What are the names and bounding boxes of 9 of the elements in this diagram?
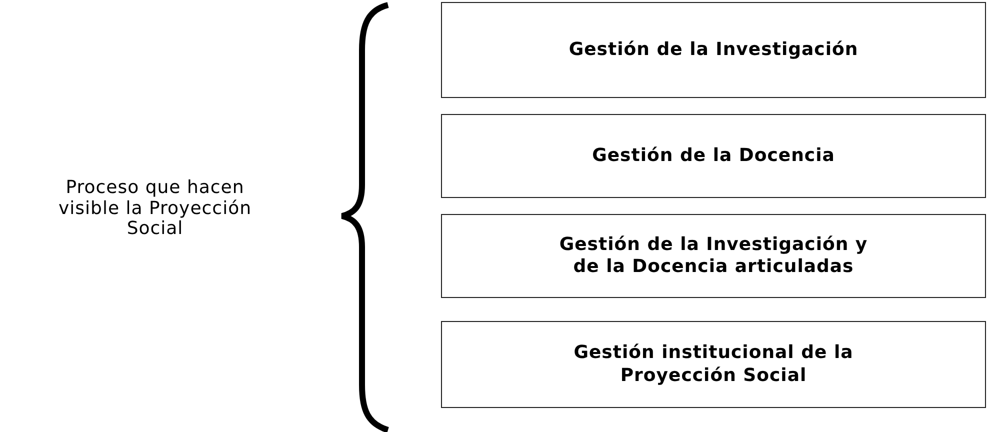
- box-label: Gestión de la Docencia: [592, 144, 835, 168]
- process-box: [441, 114, 986, 198]
- process-box: [441, 321, 986, 408]
- box-label: Gestión de la Investigación: [568, 38, 858, 62]
- process-box: [441, 2, 986, 98]
- box-label: Gestión de la Investigación y de la Docencia articuladas: [558, 234, 869, 278]
- box-label: Gestión institucional de la Proyección Social: [572, 342, 854, 387]
- side-label: Proceso que hacen visible la Proyección Social: [57, 178, 252, 240]
- process-box: [441, 214, 986, 298]
